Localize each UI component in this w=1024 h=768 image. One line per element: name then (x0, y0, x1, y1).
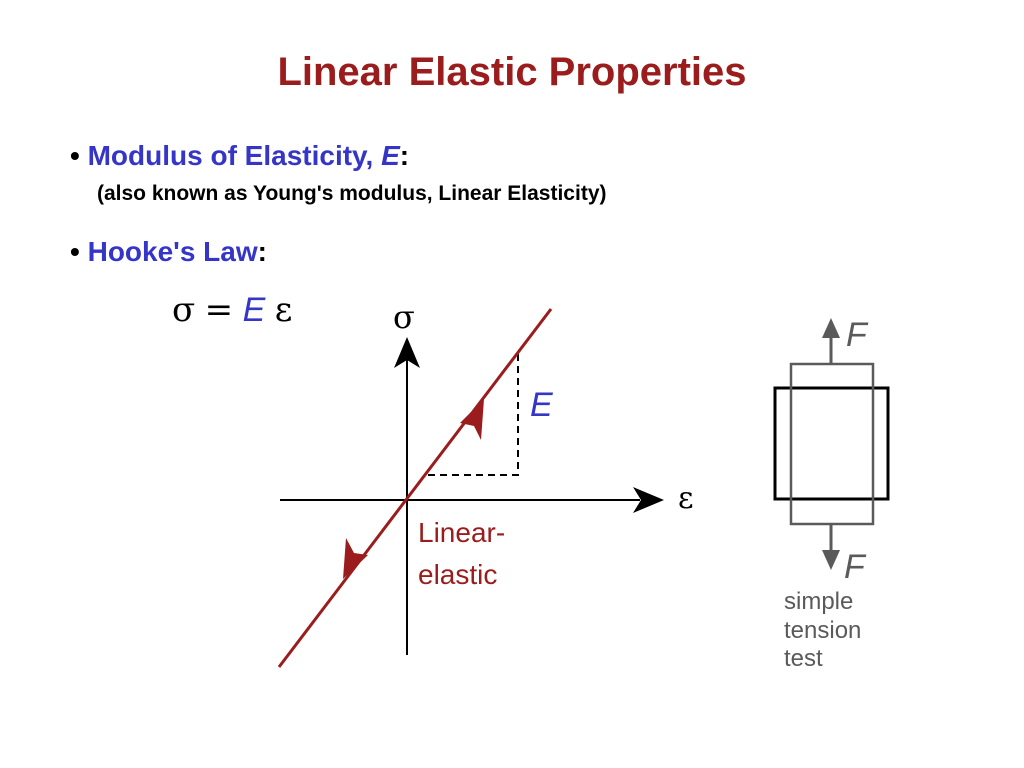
modulus-colon: : (399, 140, 410, 171)
equation-equals: = (204, 290, 234, 330)
modulus-note: (also known as Young's modulus, Linear E… (97, 182, 607, 205)
caption-line3: test (784, 645, 823, 672)
slide-title: Linear Elastic Properties (277, 50, 747, 94)
strain-axis-label: ε (678, 481, 694, 516)
slope-triangle (428, 352, 519, 476)
top-force-arrowhead (822, 318, 840, 338)
caption-line1: simple (784, 588, 853, 615)
bullet-hookes-law: • Hooke's Law: (70, 236, 267, 268)
curve-label-line1: Linear- (418, 517, 505, 548)
hookes-law-equation: σ = E ε (172, 290, 292, 330)
bottom-force-arrowhead (822, 550, 840, 570)
bottom-force-label: F (844, 548, 867, 586)
equation-modulus: E (242, 291, 266, 329)
modulus-term: Modulus of Elasticity, (87, 140, 382, 171)
unloading-arrowhead (343, 538, 368, 579)
slope-label: E (530, 386, 553, 424)
hookes-law-colon: : (257, 236, 267, 267)
equation-strain: ε (274, 290, 293, 330)
caption-line2: tension (784, 617, 861, 644)
curve-label-line2: elastic (418, 559, 497, 590)
bullet-marker: • (70, 236, 80, 267)
stress-axis-label: σ (393, 298, 415, 336)
bullet-marker: • (70, 140, 80, 171)
equation-stress: σ (172, 290, 196, 330)
modulus-symbol: E (381, 140, 400, 171)
top-force-label: F (846, 316, 869, 354)
hookes-law-term: Hooke's Law (87, 236, 258, 267)
linear-elastic-line (277, 308, 553, 668)
strain-axis-arrowhead (633, 487, 664, 513)
stress-axis-arrowhead (394, 337, 420, 368)
bullet-modulus: • Modulus of Elasticity, E: (70, 140, 409, 172)
loading-arrowhead (460, 399, 484, 440)
undeformed-specimen (773, 386, 890, 501)
